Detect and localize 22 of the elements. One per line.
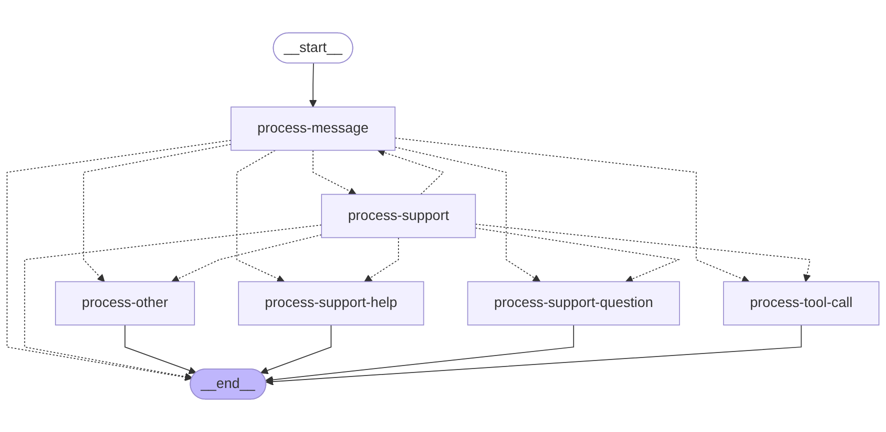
- node-box: process-support-help: [238, 281, 424, 326]
- node-box: process-tool-call: [723, 281, 880, 326]
- arrow: [312, 150, 356, 195]
- arrow: [377, 148, 444, 195]
- arrow: [474, 224, 811, 282]
- node-box: process-other: [55, 281, 195, 326]
- arrow: [6, 140, 232, 382]
- arrow: [364, 237, 399, 282]
- node-box: process-message: [230, 106, 396, 151]
- arrow: [266, 324, 802, 386]
- arrow: [171, 234, 322, 282]
- arrow: [124, 324, 196, 374]
- arrow: [474, 228, 680, 283]
- arrow: [394, 138, 750, 283]
- arrow: [83, 144, 232, 282]
- arrow: [236, 150, 285, 282]
- arrow: [260, 324, 332, 374]
- arrow: [309, 62, 317, 108]
- node-box: process-support: [321, 194, 476, 238]
- arrow: [265, 324, 574, 384]
- arrow: [394, 146, 541, 282]
- node-box: process-support-question: [467, 281, 680, 326]
